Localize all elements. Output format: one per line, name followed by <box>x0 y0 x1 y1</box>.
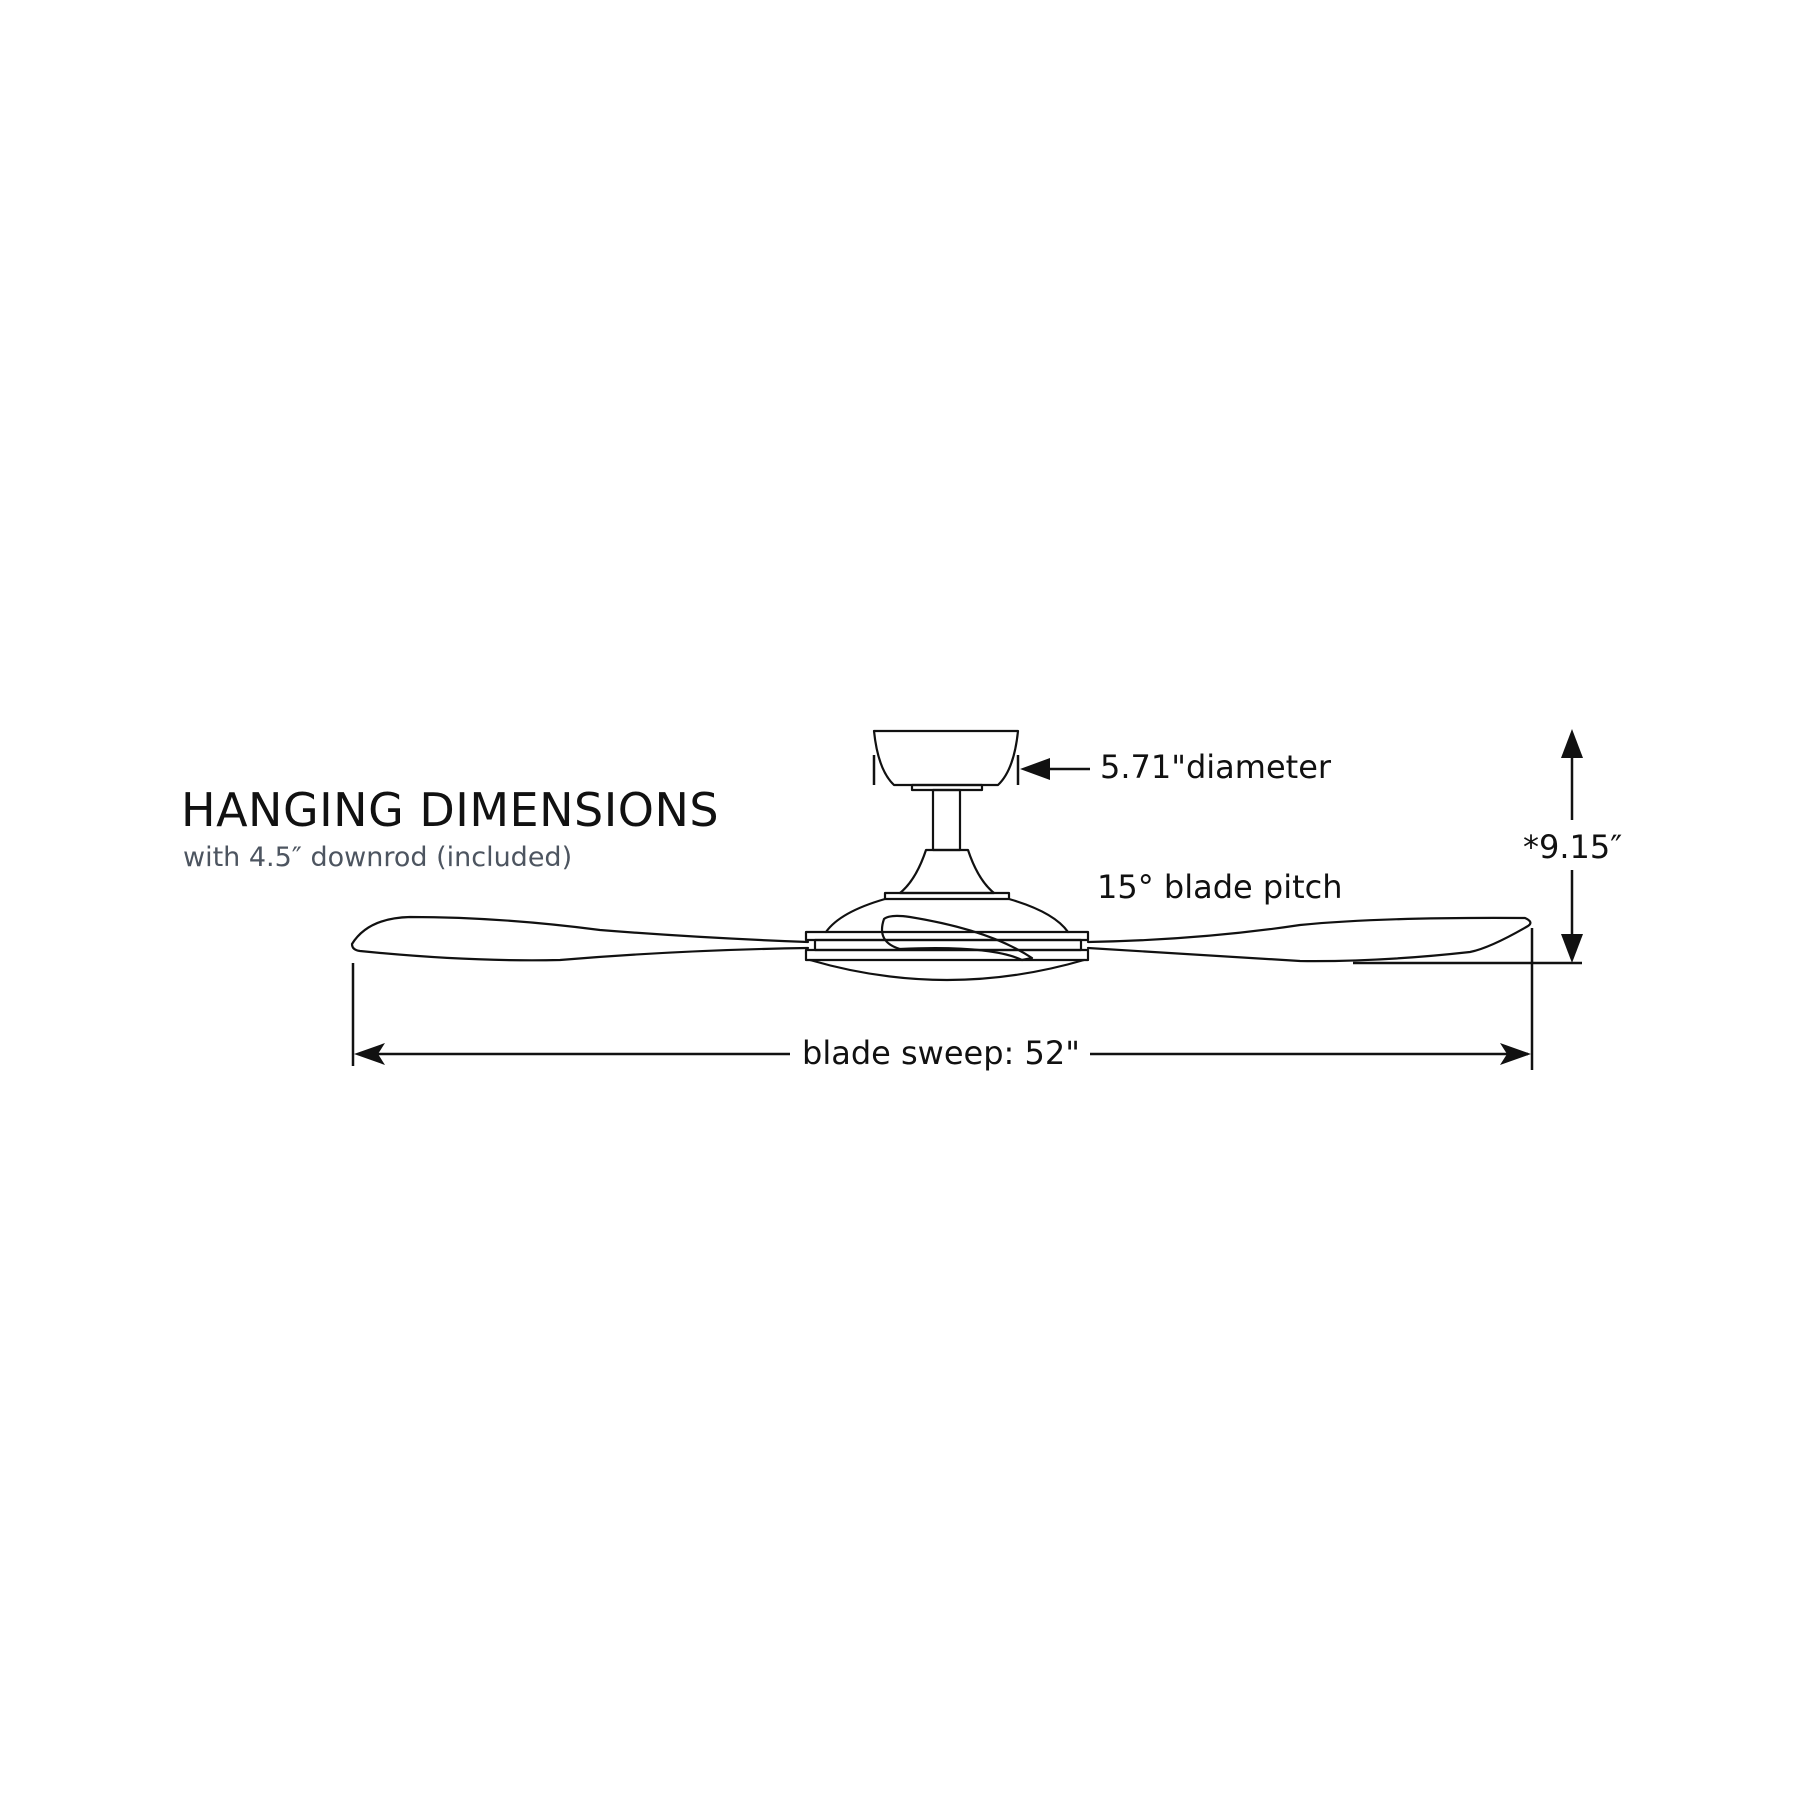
motor-cone <box>898 848 996 895</box>
blade-pitch-label: 15° blade pitch <box>1097 868 1343 906</box>
left-blade <box>350 915 810 962</box>
downrod <box>931 788 962 852</box>
canopy <box>872 729 1020 787</box>
blade-root <box>880 914 1034 962</box>
blade-sweep-label: blade sweep: 52" <box>802 1034 1080 1072</box>
motor-dome <box>824 897 1070 934</box>
page-subtitle: with 4.5″ downrod (included) <box>183 842 573 873</box>
height-label: *9.15″ <box>1523 828 1623 866</box>
light-lens <box>808 958 1086 982</box>
canopy-diameter-label: 5.71"diameter <box>1100 748 1332 786</box>
page-title: HANGING DIMENSIONS <box>181 783 720 837</box>
right-blade <box>1086 916 1532 963</box>
